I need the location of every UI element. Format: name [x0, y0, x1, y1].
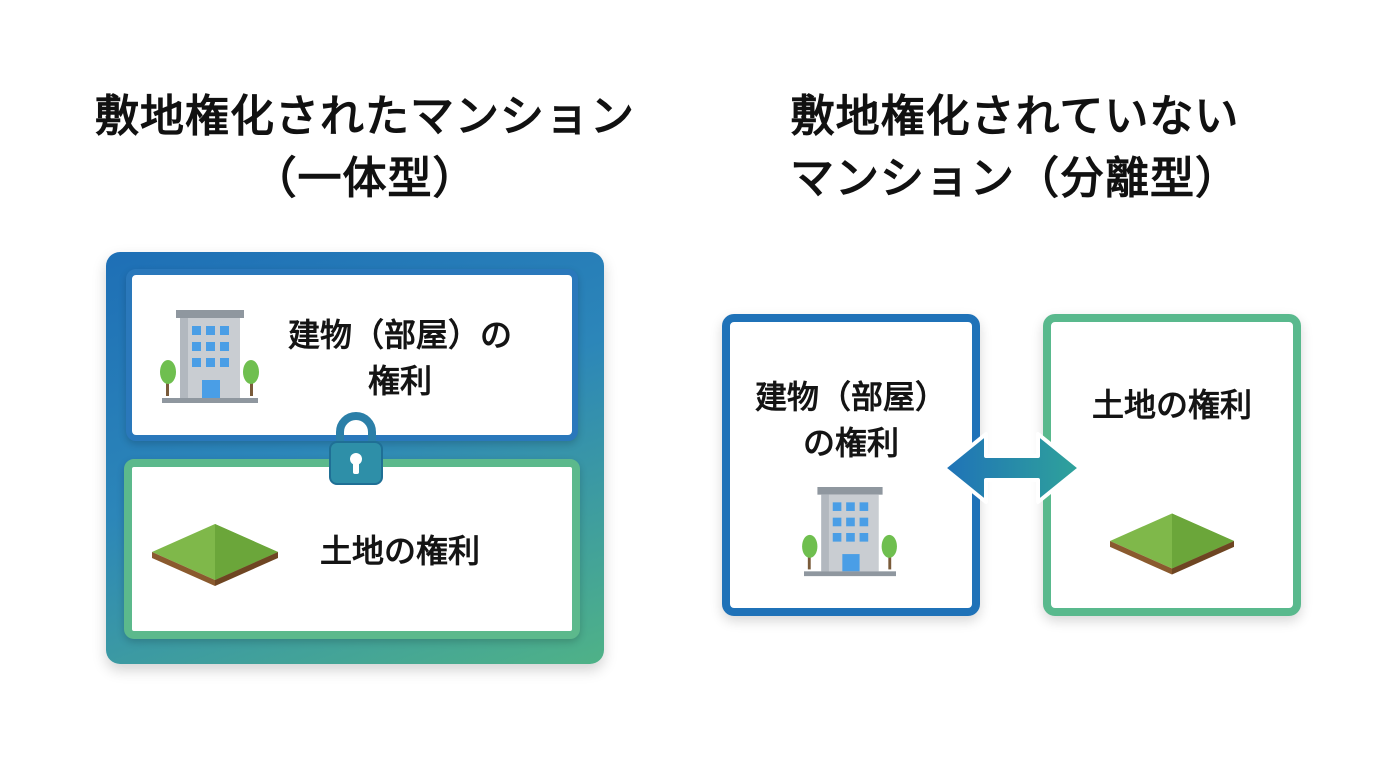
building-icon [160, 310, 259, 403]
right-building-rights-line2: の権利 [802, 424, 899, 462]
double-arrow-icon [942, 432, 1082, 504]
right-title: 敷地権化されていない マンション（分離型） [690, 86, 1340, 210]
right-building-rights-label: 建物（部屋） の権利 [730, 374, 972, 466]
lock-icon [329, 412, 383, 485]
left-title-line1: 敷地権化されたマンション [95, 91, 635, 142]
right-title-line2: マンション（分離型） [790, 153, 1240, 204]
left-title-line2: （一体型） [252, 153, 478, 204]
right-building-rights-line1: 建物（部屋） [754, 378, 947, 416]
building-icon [802, 487, 897, 577]
right-title-line1: 敷地権化されていない [790, 91, 1240, 142]
right-land-rights-label: 土地の権利 [1091, 386, 1252, 424]
left-building-rights-line1: 建物（部屋）の [287, 316, 512, 354]
land-icon [1110, 513, 1234, 575]
left-land-rights-label: 土地の権利 [319, 532, 480, 570]
left-building-rights-line2: 権利 [367, 362, 432, 400]
left-building-rights-label: 建物（部屋）の 権利 [260, 312, 540, 404]
land-icon [152, 524, 278, 586]
left-title: 敷地権化されたマンション （一体型） [40, 86, 690, 210]
